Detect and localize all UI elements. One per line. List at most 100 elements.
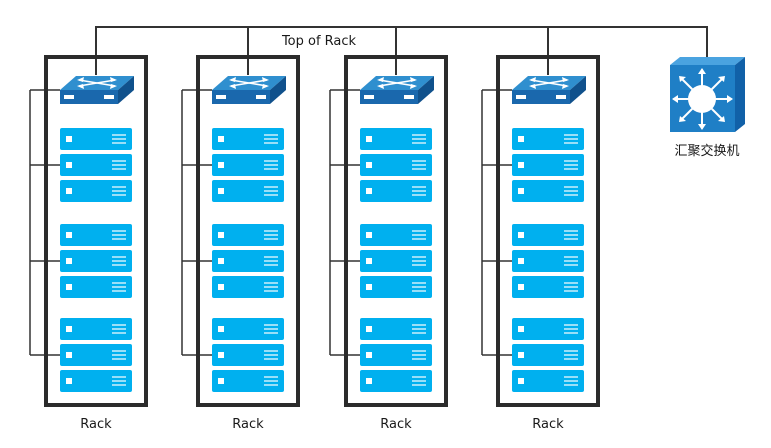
server-icon [60, 370, 132, 392]
server-body [60, 318, 132, 340]
switch-port [404, 95, 414, 99]
server-led [218, 326, 224, 332]
server-body [212, 154, 284, 176]
switch-arrowhead [410, 77, 417, 82]
server-led [218, 136, 224, 142]
server-icon [60, 344, 132, 366]
server-led [518, 352, 524, 358]
switch-port [256, 95, 266, 99]
server-body [360, 344, 432, 366]
rack-label: Rack [380, 417, 412, 432]
server-body [60, 344, 132, 366]
server-icon [360, 128, 432, 150]
server-icon [60, 180, 132, 202]
server-led [518, 136, 524, 142]
switch-arrowhead [562, 77, 569, 82]
server-body [360, 128, 432, 150]
server-icon [360, 344, 432, 366]
server-icon [360, 154, 432, 176]
server-led [366, 188, 372, 194]
top-of-rack-label: Top of Rack [281, 34, 357, 49]
server-body [512, 276, 584, 298]
server-icon [212, 128, 284, 150]
server-icon [60, 154, 132, 176]
server-icon [512, 250, 584, 272]
server-led [518, 284, 524, 290]
server-icon [512, 154, 584, 176]
network-switch-icon [360, 76, 434, 104]
server-icon [212, 224, 284, 246]
switch-arrow [378, 79, 416, 87]
server-body [360, 180, 432, 202]
server-led [366, 378, 372, 384]
switch-arrowhead [377, 84, 384, 89]
server-icon [212, 154, 284, 176]
server-led [66, 136, 72, 142]
rack-1: Rack [44, 55, 148, 432]
server-icon [360, 370, 432, 392]
server-icon [512, 224, 584, 246]
server-led [366, 136, 372, 142]
switch-front-face [212, 90, 270, 104]
switch-arrow [230, 79, 268, 87]
network-switch-icon [512, 76, 586, 104]
server-body [60, 180, 132, 202]
server-icon [512, 370, 584, 392]
rack-3: Rack [344, 55, 448, 432]
server-icon [60, 276, 132, 298]
server-led [218, 378, 224, 384]
server-body [360, 318, 432, 340]
server-led [518, 378, 524, 384]
server-icon [512, 180, 584, 202]
server-led [218, 284, 224, 290]
switch-side-face [118, 76, 134, 104]
server-body [512, 180, 584, 202]
switch-arrowhead [229, 77, 236, 82]
server-icon [360, 224, 432, 246]
server-icon [212, 180, 284, 202]
server-led [518, 162, 524, 168]
switch-side-face [570, 76, 586, 104]
server-icon [212, 370, 284, 392]
server-icon [512, 128, 584, 150]
server-body [212, 180, 284, 202]
rack-label: Rack [80, 417, 112, 432]
connection-lines [29, 26, 708, 356]
switch-arrowhead [77, 77, 84, 82]
server-led [66, 162, 72, 168]
rack-2: Rack [196, 55, 300, 432]
server-body [512, 128, 584, 150]
switch-arrowhead [410, 84, 417, 89]
server-icon [212, 276, 284, 298]
switch-arrow [530, 79, 568, 87]
server-led [366, 162, 372, 168]
server-led [66, 258, 72, 264]
server-body [512, 344, 584, 366]
network-switch-icon [212, 76, 286, 104]
switch-arrowhead [110, 77, 117, 82]
switch-front-face [512, 90, 570, 104]
server-led [218, 258, 224, 264]
switch-arrowhead [229, 84, 236, 89]
switch-front-face [360, 90, 418, 104]
switch-side-face [270, 76, 286, 104]
server-icon [360, 250, 432, 272]
server-icon [60, 128, 132, 150]
rack-label: Rack [532, 417, 564, 432]
switch-port [104, 95, 114, 99]
server-icon [360, 180, 432, 202]
server-led [366, 352, 372, 358]
network-switch-icon [60, 76, 134, 104]
switch-port [216, 95, 226, 99]
server-led [218, 188, 224, 194]
server-body [60, 276, 132, 298]
server-body [212, 224, 284, 246]
switch-side-face [418, 76, 434, 104]
server-led [66, 378, 72, 384]
server-body [212, 128, 284, 150]
rack-label: Rack [232, 417, 264, 432]
server-led [518, 258, 524, 264]
server-body [60, 224, 132, 246]
switch-port [516, 95, 526, 99]
